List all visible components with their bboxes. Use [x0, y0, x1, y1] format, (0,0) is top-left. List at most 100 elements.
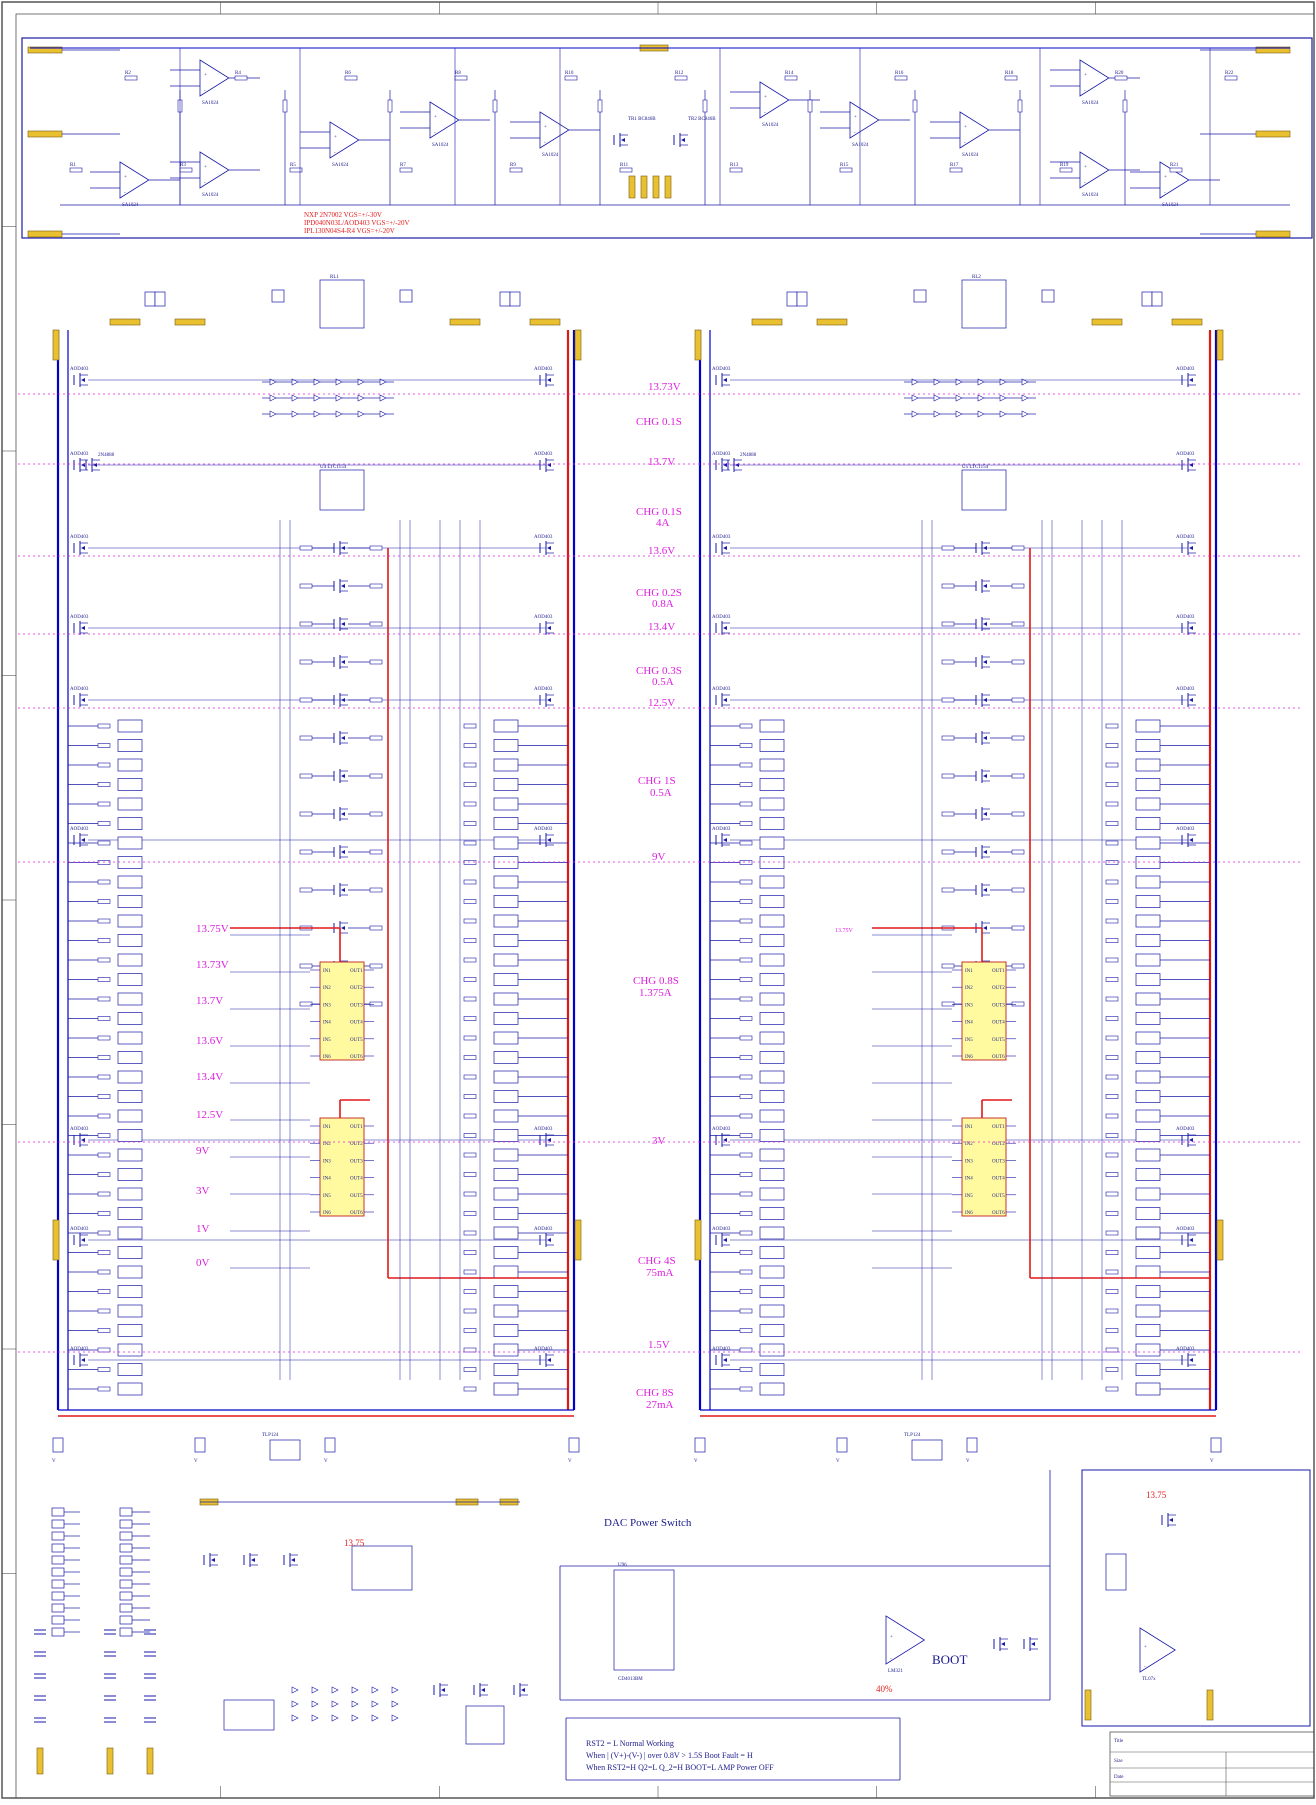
resistor-label: R20 [1115, 71, 1124, 76]
header-pins [499, 291, 511, 307]
led [977, 410, 985, 418]
ladder-resistor [97, 1328, 111, 1333]
mosfet-arrow [723, 463, 727, 467]
led [351, 1686, 359, 1694]
ladder-resistor [463, 1367, 477, 1372]
mosfet-arrow [723, 838, 727, 842]
ladder-resistor [1105, 957, 1119, 963]
opamp-triangle [199, 59, 230, 97]
mosfet-arrow [983, 660, 987, 664]
resistor [1169, 167, 1183, 173]
switch-part: 2N4888 [740, 453, 757, 458]
ladder-resistor [97, 840, 111, 846]
ladder-resistor [1105, 1250, 1119, 1255]
opamp-triangle [539, 111, 570, 149]
level-label: CHG 0.8S [633, 975, 679, 987]
led [911, 394, 919, 402]
mosfet-part: AOD403 [70, 367, 89, 372]
rail-connector [694, 329, 702, 361]
opamp-plus: + [334, 135, 337, 140]
regulator-label: U5 LTC1154 [962, 465, 989, 470]
dac-mosfet [283, 1553, 298, 1567]
column-resistor [299, 963, 313, 969]
ladder-resistor [463, 782, 477, 787]
opamp-part: TL07x [1142, 1677, 1156, 1682]
mosfet-part: AOD403 [1176, 367, 1195, 372]
ladder-resistor [1105, 1035, 1119, 1041]
ladder-resistor [97, 1133, 111, 1138]
opamp-triangle [849, 101, 880, 139]
column-resistor [299, 697, 313, 703]
column-resistor [369, 925, 383, 931]
ground-label: V [694, 1459, 698, 1464]
mosfet-arrow [341, 774, 345, 778]
level-label: 0.5A [650, 787, 672, 799]
ladder-resistor [1105, 879, 1119, 885]
column-transistor [975, 807, 990, 821]
ground-connector [836, 1437, 848, 1453]
ladder-resistor [97, 957, 111, 963]
level-label: 13.73V [648, 381, 681, 393]
rail-mosfet [715, 458, 730, 472]
ladder-box [117, 817, 143, 830]
resistor-label: R19 [1060, 163, 1069, 168]
ladder-box [759, 1304, 785, 1318]
fault-connector [1206, 1689, 1214, 1721]
mosfet-part: AOD403 [1176, 827, 1195, 832]
column-resistor [1011, 697, 1025, 703]
ladder-resistor [1105, 918, 1119, 924]
opamp: +-LM321 [885, 1615, 926, 1674]
mosfet-part: AOD403 [70, 687, 89, 692]
mosfet-arrow [547, 546, 551, 550]
ground-label: V [966, 1459, 970, 1464]
resistor [1114, 75, 1128, 81]
column-resistor [369, 849, 383, 855]
opamp-part: SA1024 [202, 101, 219, 106]
opamp-minus: - [764, 111, 766, 116]
mosfet-part: AOD403 [1176, 452, 1195, 457]
resistor [454, 75, 468, 81]
rail-mosfet [73, 621, 88, 635]
ladder-box [493, 953, 519, 967]
ic-pin-label: OUT2 [992, 986, 1005, 991]
dac-ic [351, 1545, 413, 1591]
mosfet-part: AOD403 [70, 1127, 89, 1132]
ladder-resistor [1105, 1347, 1119, 1353]
ladder-box [1135, 1148, 1161, 1162]
column-transistor [333, 731, 348, 745]
mosfet-arrow [1189, 838, 1193, 842]
opamp-part: LM321 [888, 1669, 904, 1674]
rail-connector [574, 1219, 582, 1261]
ladder-box [493, 1129, 519, 1142]
mosfet-arrow [983, 622, 987, 626]
ic-pin-label: OUT5 [992, 1194, 1005, 1199]
led [331, 1714, 339, 1722]
opamp-minus: - [1084, 89, 1086, 94]
ladder-box [117, 778, 143, 791]
level-label: 13.4V [648, 621, 675, 633]
ladder-box [493, 1187, 519, 1201]
column-resistor [299, 773, 313, 779]
ladder-box [1135, 719, 1161, 733]
ic-pin-label: OUT6 [350, 1055, 363, 1060]
ladder-resistor [97, 918, 111, 924]
ladder-box [117, 1187, 143, 1201]
opamp-part: SA1024 [542, 153, 559, 158]
led [357, 410, 365, 418]
opamp-minus: - [204, 181, 206, 186]
ladder-resistor [463, 1016, 477, 1021]
ladder-box [493, 1363, 519, 1376]
ladder-resistor [463, 1289, 477, 1294]
center-level-labels: 13.73V CHG 0.1S 13.7V CHG 0.1S 4A 13.6V … [633, 381, 682, 1411]
mosfet-arrow [621, 138, 625, 142]
ladder-resistor [97, 1308, 111, 1314]
column-resistor [369, 735, 383, 741]
mosfet-part: AOD403 [712, 1127, 731, 1132]
mosfet-part: AOD403 [1176, 1227, 1195, 1232]
pin-header [51, 1627, 65, 1637]
ladder-box [117, 1363, 143, 1376]
opamp-plus: + [854, 115, 857, 120]
ladder-resistor [463, 1113, 477, 1119]
led [1021, 394, 1029, 402]
mosfet-arrow [723, 1358, 727, 1362]
